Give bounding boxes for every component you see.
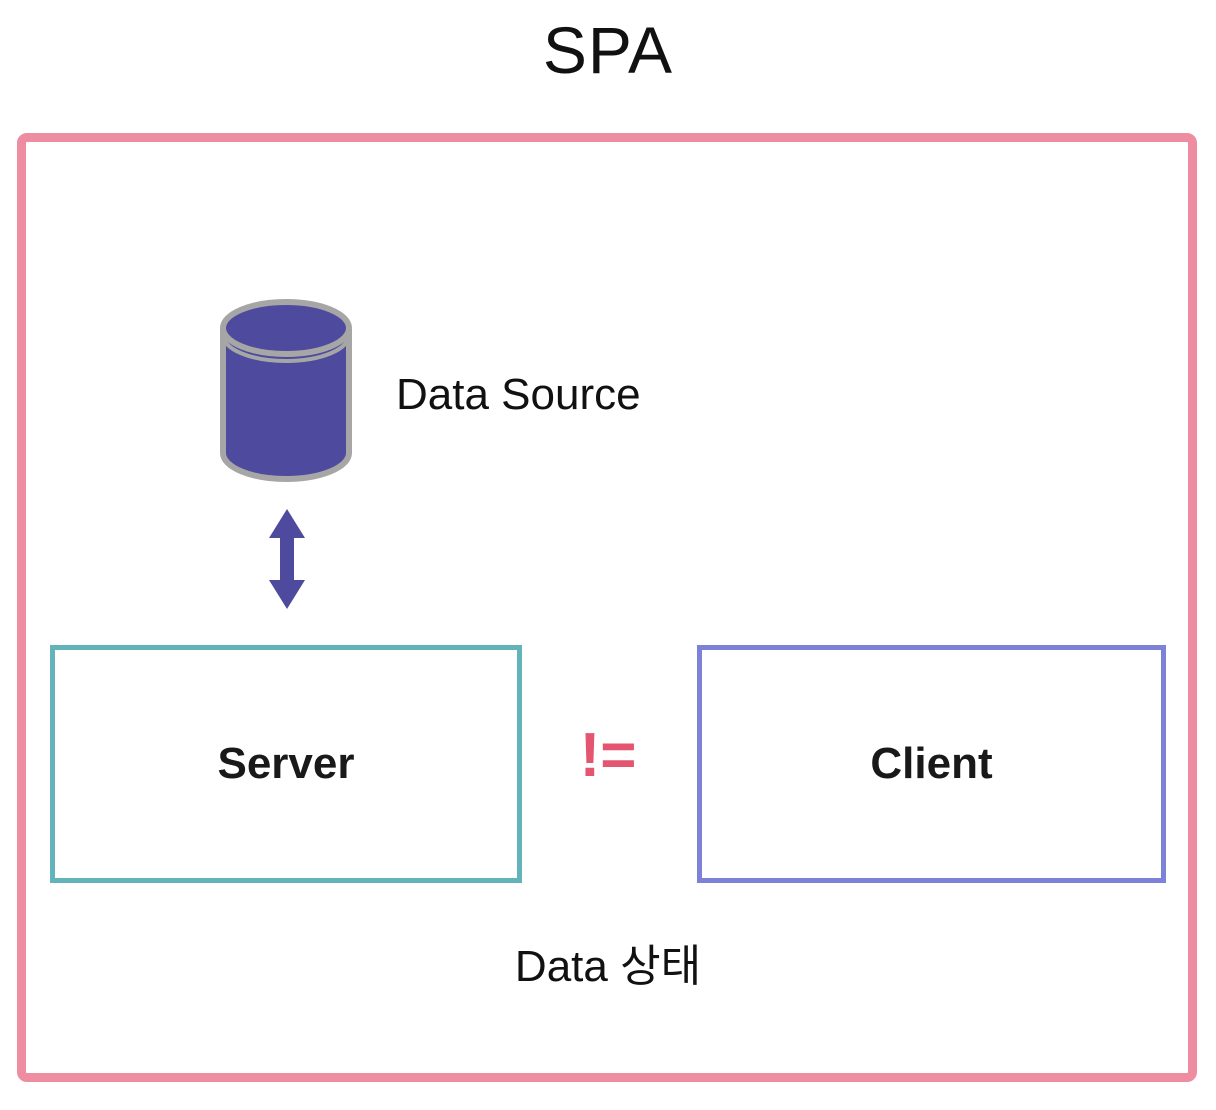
up-down-arrow-shape: [269, 509, 305, 609]
database-top: [220, 299, 352, 357]
data-state-label: Data 상태: [514, 942, 702, 991]
client-box: Client: [697, 645, 1166, 883]
database-icon: [220, 299, 352, 482]
server-box: Server: [50, 645, 522, 883]
up-down-arrow-icon: [269, 509, 305, 609]
server-label: Server: [217, 739, 355, 788]
page-title: SPA: [542, 13, 674, 87]
client-label: Client: [870, 739, 993, 788]
data-source-label: Data Source: [396, 370, 641, 419]
not-equal-symbol: !=: [579, 721, 637, 790]
database-body: [220, 329, 352, 482]
outer-frame: [17, 133, 1197, 1082]
